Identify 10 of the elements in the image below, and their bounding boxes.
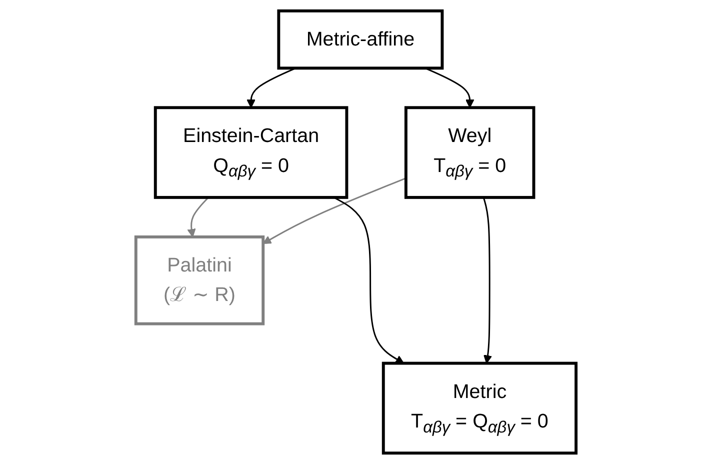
node-box: Metric T$_{αβγ}$ = Q$_{αβγ}$ = 0 — [381, 362, 578, 455]
arrow — [333, 196, 404, 364]
node-box: Weyl T$_{αβγ}$ = 0 — [404, 106, 535, 199]
node-box: Einstein-Cartan Q$_{αβγ}$ = 0 — [153, 106, 348, 199]
arrow — [262, 178, 406, 244]
arrow — [246, 67, 296, 108]
node-box: Palatini (ℒ ∼ R) — [134, 235, 264, 326]
node-box: Metric-affine — [276, 9, 444, 70]
arrow — [482, 197, 492, 364]
arrow — [186, 196, 208, 238]
